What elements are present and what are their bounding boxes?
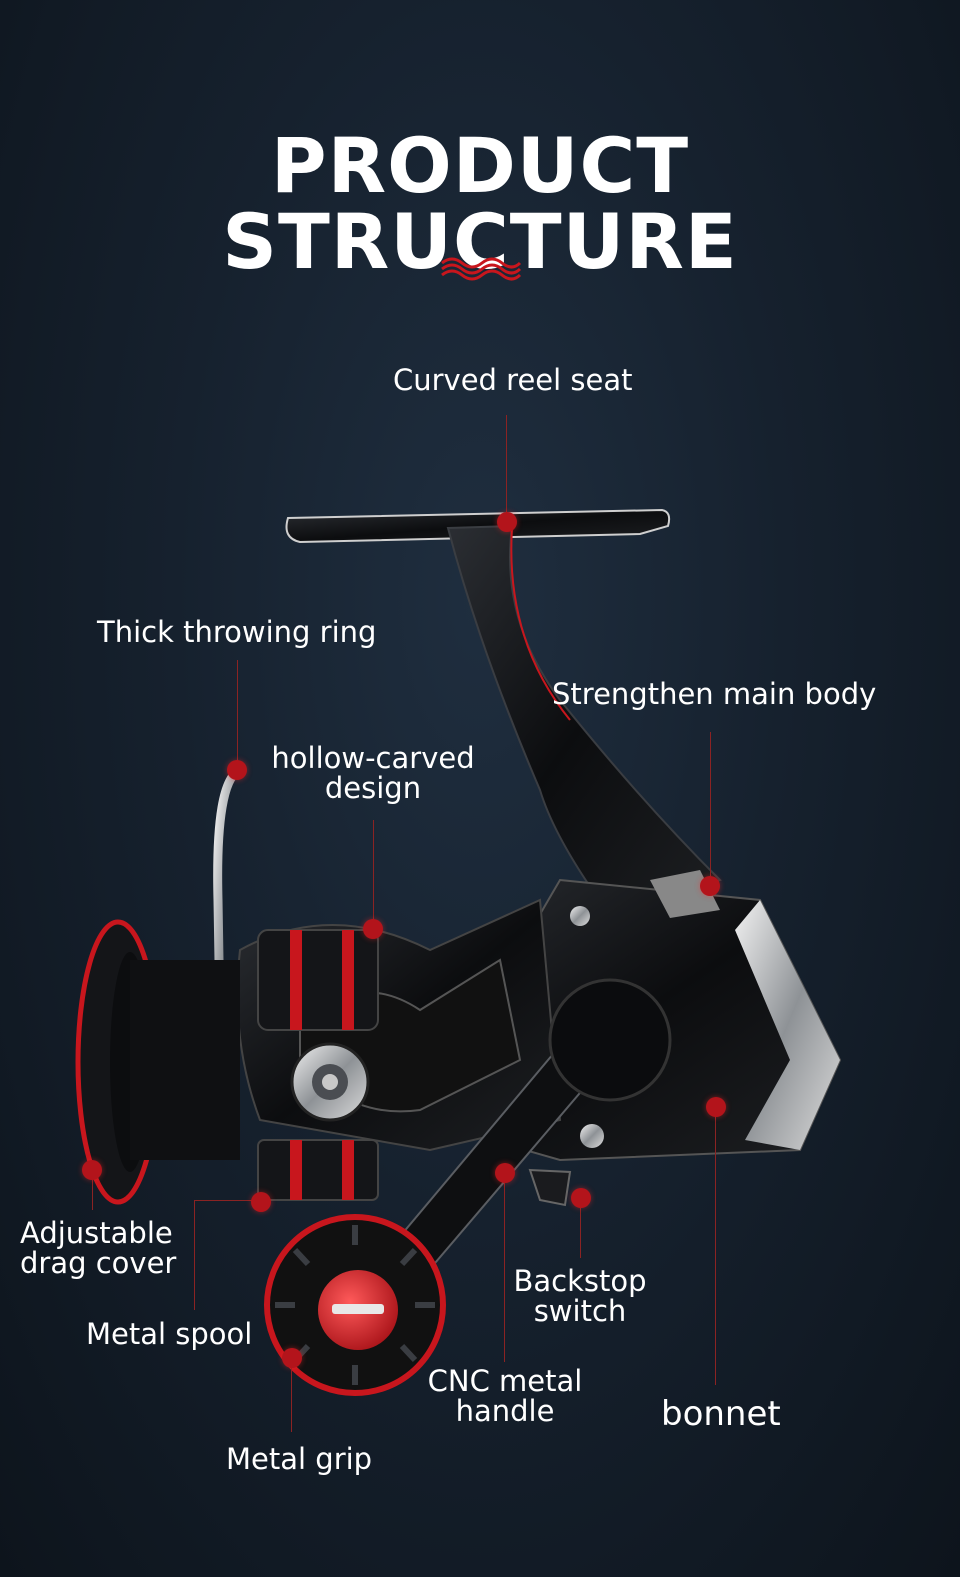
label-adjustable-line2: drag cover	[20, 1246, 177, 1280]
label-metal-spool: Metal spool	[86, 1317, 253, 1351]
leader-line-backstop	[580, 1198, 581, 1258]
label-hollow-carved-line2: design	[324, 771, 422, 805]
label-adjustable-line1: Adjustable	[20, 1216, 173, 1250]
label-curved-reel-seat: Curved reel seat	[393, 363, 633, 397]
leader-line-cnc-handle	[504, 1172, 505, 1362]
label-cnc-metal-handle: CNC metal handle	[420, 1366, 590, 1426]
leader-line-metal-spool	[194, 1200, 195, 1310]
marker-dot-hollow-carved	[363, 919, 383, 939]
marker-dot-metal-spool	[251, 1192, 271, 1212]
label-hollow-carved-line1: hollow-carved	[271, 741, 475, 775]
label-bonnet: bonnet	[661, 1394, 781, 1434]
leader-line-bonnet	[715, 1107, 716, 1385]
leader-line-hollow-carved	[373, 820, 374, 928]
label-cnc-line2: handle	[455, 1394, 555, 1428]
leader-line-metal-spool-horizontal	[194, 1200, 260, 1201]
wave-ornament-icon	[441, 257, 522, 281]
marker-dot-cnc-handle	[495, 1163, 515, 1183]
marker-dot-main-body	[700, 876, 720, 896]
label-thick-throwing-ring: Thick throwing ring	[97, 615, 377, 649]
label-adjustable-drag-cover: Adjustable drag cover	[20, 1218, 176, 1278]
leader-line-main-body	[710, 732, 711, 884]
label-backstop-line2: switch	[533, 1294, 627, 1328]
label-backstop-switch: Backstop switch	[505, 1266, 655, 1326]
leader-line-reel-seat	[506, 415, 507, 520]
page-title: PRODUCT STRUCTURE	[222, 121, 738, 286]
label-cnc-line1: CNC metal	[427, 1364, 583, 1398]
label-hollow-carved-design: hollow-carved design	[268, 743, 478, 803]
label-metal-grip: Metal grip	[226, 1442, 373, 1476]
marker-dot-reel-seat	[497, 512, 517, 532]
label-backstop-line1: Backstop	[513, 1264, 647, 1298]
marker-dot-throwing-ring	[227, 760, 247, 780]
leader-line-metal-grip	[291, 1357, 292, 1432]
leader-line-throwing-ring	[237, 660, 238, 768]
leader-line-drag-cover	[92, 1170, 93, 1210]
label-strengthen-main-body: Strengthen main body	[552, 677, 877, 711]
marker-dot-drag-cover	[82, 1160, 102, 1180]
marker-dot-bonnet	[706, 1097, 726, 1117]
marker-dot-backstop	[571, 1188, 591, 1208]
marker-dot-metal-grip	[282, 1348, 302, 1368]
